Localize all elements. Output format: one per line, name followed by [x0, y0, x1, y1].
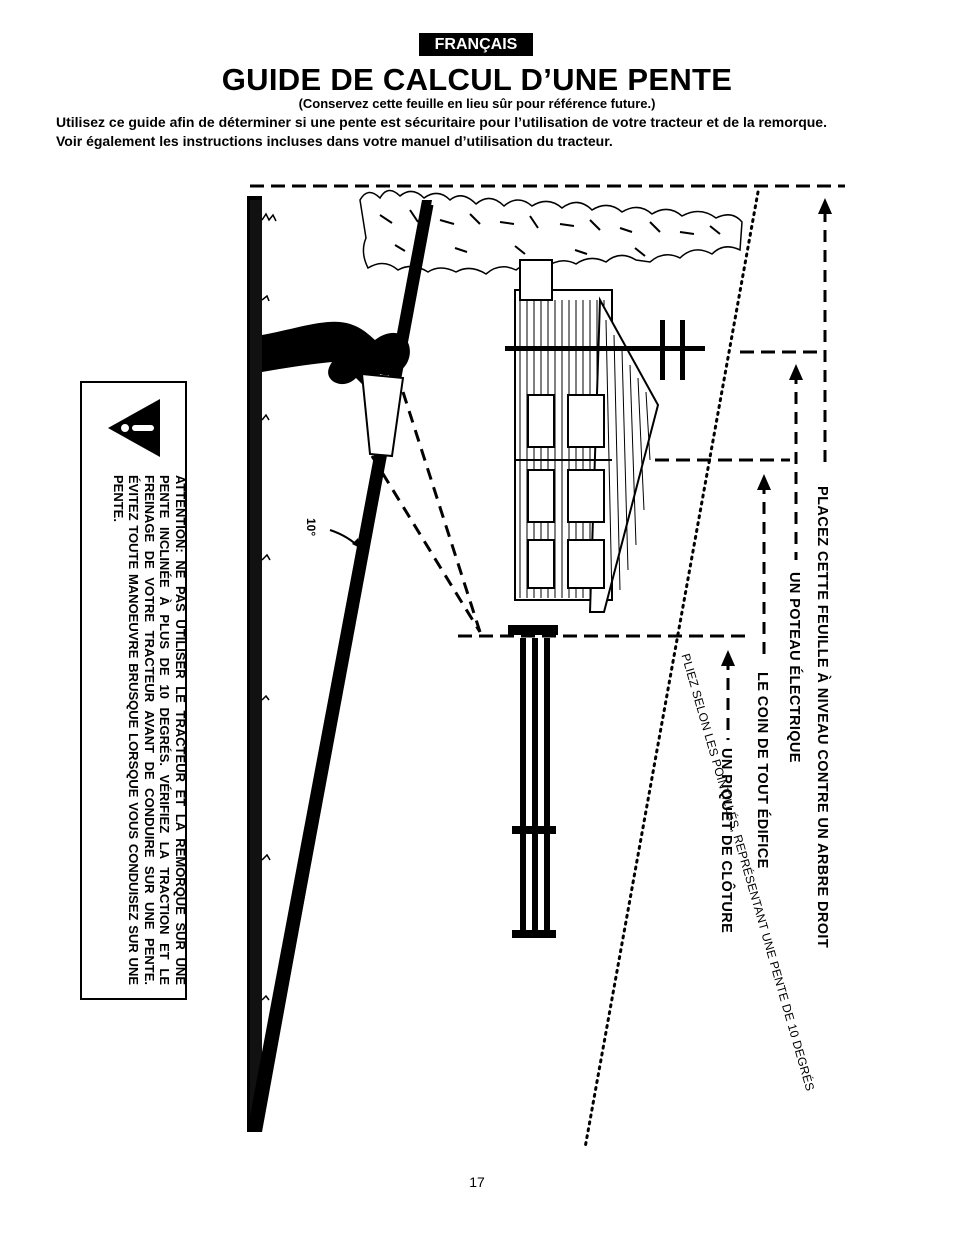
warning-label: ATTENTION:: [173, 475, 188, 553]
fence-post-icon: [508, 625, 558, 938]
label-tree: PLACEZ CETTE FEUILLE À NIVEAU CONTRE UN …: [814, 486, 830, 948]
exclamation-triangle-icon: [106, 397, 162, 459]
warning-box: ATTENTION: NE PAS UTILISER LE TRACTEUR E…: [80, 381, 187, 1000]
arrow-pole-head: [789, 364, 803, 380]
arrow-tree-head: [818, 198, 832, 214]
page-number: 17: [0, 1174, 954, 1190]
guide-sheet-icon: [362, 374, 403, 456]
arrow-fence-head: [721, 650, 735, 666]
label-pole: UN POTEAU ÉLECTRIQUE: [786, 572, 802, 763]
label-building: LE COIN DE TOUT ÉDIFICE: [754, 672, 770, 869]
house-icon: [515, 260, 658, 612]
arrow-building-head: [757, 474, 771, 490]
sight-line-lower: [372, 456, 480, 632]
sight-line-upper: [403, 392, 480, 632]
angle-label: 10°: [304, 518, 318, 536]
person-icon: [262, 322, 410, 385]
warning-text: ATTENTION: NE PAS UTILISER LE TRACTEUR E…: [111, 475, 189, 985]
